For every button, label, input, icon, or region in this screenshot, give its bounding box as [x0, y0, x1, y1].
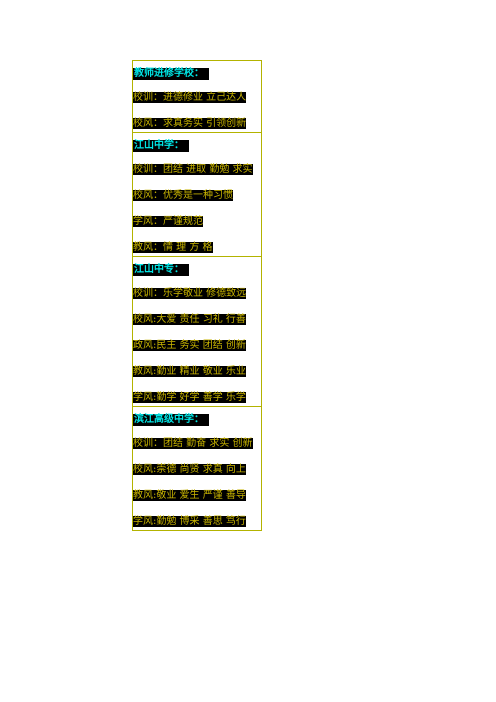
section-jiangshan-vocational-school: 江山中专： 校训：乐学敬业 修德致远 校风:大爱 责任 习礼 行善 政风:民主 …	[133, 256, 261, 406]
motto-line: 校训：乐学敬业 修德致远	[133, 288, 247, 299]
section-jiangshan-middle-school: 江山中学： 校训：团结 进取 勤勉 求实 校风：优秀是一种习惯 学风：严谨规范 …	[133, 132, 261, 256]
motto-line: 校训：团结 进取 勤勉 求实	[133, 164, 253, 175]
motto-line: 学风：严谨规范	[133, 216, 203, 227]
motto-line: 学风:勤学 好学 善学 乐学	[133, 392, 246, 403]
section-title: 江山中专：	[133, 264, 189, 276]
motto-line: 教风：情 理 方 格	[133, 242, 213, 253]
document-page: 教师进修学校： 校训：进德修业 立己达人 校风：求真务实 引领创新 江山中学： …	[132, 60, 262, 531]
motto-line: 政风:民主 务实 团结 创新	[133, 340, 246, 351]
motto-line: 教风:敬业 爱生 严谨 善导	[133, 490, 246, 501]
section-teacher-training-school: 教师进修学校： 校训：进德修业 立己达人 校风：求真务实 引领创新	[133, 60, 261, 132]
section-title: 滨江高级中学：	[133, 414, 209, 426]
section-title: 教师进修学校：	[133, 68, 209, 80]
motto-line: 学风:勤勉 博采 善思 笃行	[133, 516, 246, 527]
motto-line: 校训：团结 勤奋 求实 创新	[133, 438, 253, 449]
motto-line: 校风:大爱 责任 习礼 行善	[133, 314, 246, 325]
section-binjiang-high-school: 滨江高级中学： 校训：团结 勤奋 求实 创新 校风:崇德 尚贤 求真 向上 教风…	[133, 406, 261, 530]
motto-line: 校风：求真务实 引领创新	[133, 118, 247, 129]
motto-line: 校训：进德修业 立己达人	[133, 92, 247, 103]
motto-line: 校风：优秀是一种习惯	[133, 190, 233, 201]
section-title: 江山中学：	[133, 140, 189, 152]
motto-line: 教风:勤业 精业 敬业 乐业	[133, 366, 246, 377]
motto-line: 校风:崇德 尚贤 求真 向上	[133, 464, 246, 475]
